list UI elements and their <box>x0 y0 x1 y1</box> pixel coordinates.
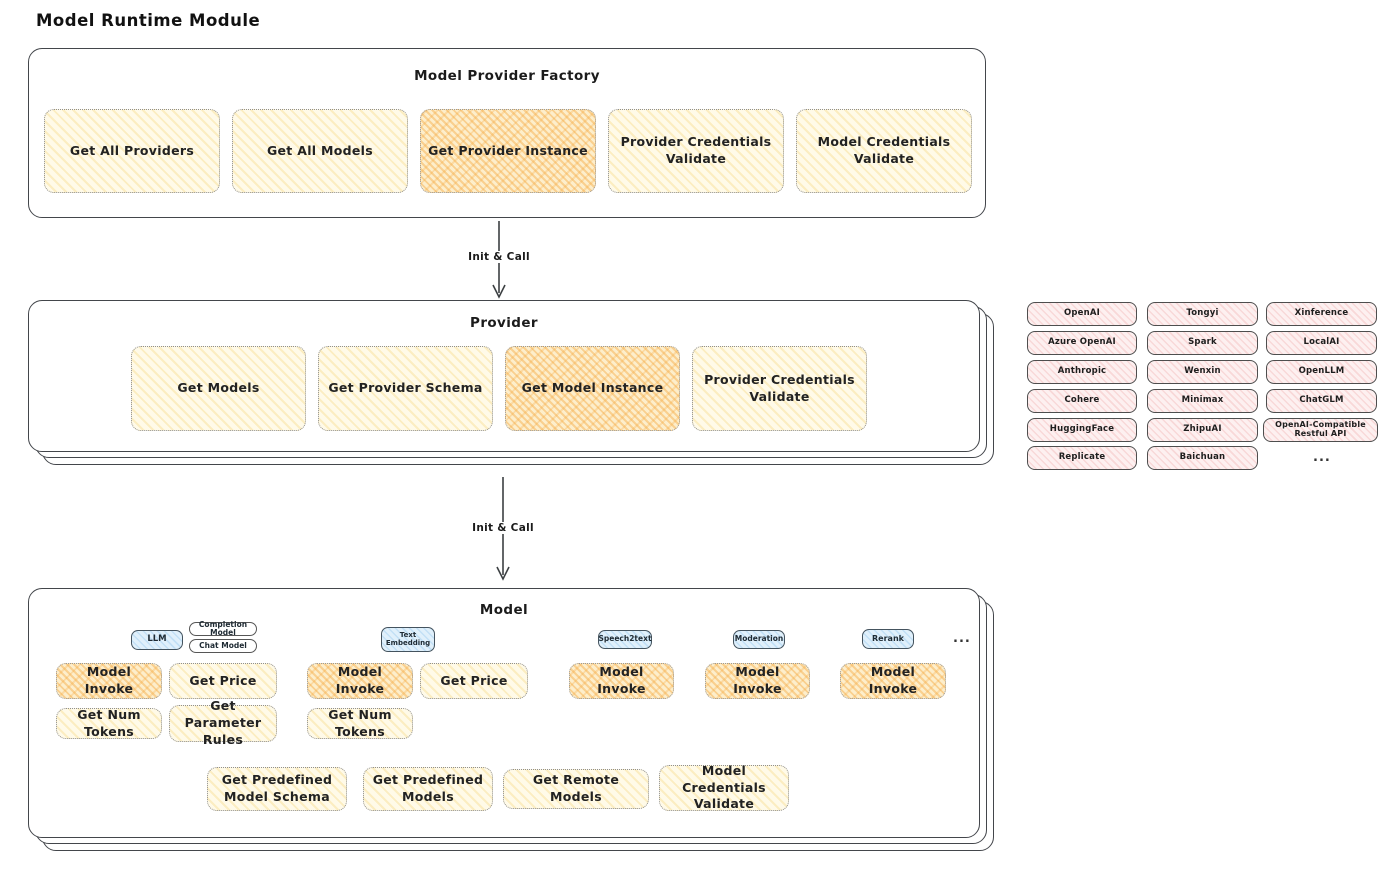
provider-box-get-model-instance: Get Model Instance <box>505 346 680 431</box>
tag-completion-model: Completion Model <box>189 620 257 637</box>
provider-chip-azure-openai: Azure OpenAI <box>1027 331 1137 355</box>
llm-box-get-num-tokens: Get Num Tokens <box>56 707 162 739</box>
tag-llm: LLM <box>131 630 183 650</box>
rerank-box-model-invoke: Model Invoke <box>840 663 946 699</box>
factory-box-get-all-providers: Get All Providers <box>44 109 220 193</box>
embedding-box-model-invoke: Model Invoke <box>307 663 413 699</box>
provider-chip-wenxin: Wenxin <box>1147 360 1258 384</box>
provider-chip-openai-compatible-restful-api: OpenAI-Compatible Restful API <box>1263 418 1378 442</box>
moderation-box-model-invoke: Model Invoke <box>705 663 810 699</box>
provider-chip-openai: OpenAI <box>1027 302 1137 326</box>
model-box-get-predefined-models: Get Predefined Models <box>363 767 493 811</box>
provider-chip-tongyi: Tongyi <box>1147 302 1258 326</box>
model-box-model-credentials-validate: Model Credentials Validate <box>659 763 789 811</box>
llm-box-get-parameter-rules: Get Parameter Rules <box>169 698 277 747</box>
provider-chip-openllm: OpenLLM <box>1266 360 1377 384</box>
provider-chip-replicate: Replicate <box>1027 446 1137 470</box>
llm-box-model-invoke: Model Invoke <box>56 663 162 699</box>
model-box-get-remote-models: Get Remote Models <box>503 769 649 809</box>
provider-chip-anthropic: Anthropic <box>1027 360 1137 384</box>
factory-panel: Model Provider Factory Get All Providers… <box>28 48 986 218</box>
factory-box-get-provider-instance: Get Provider Instance <box>420 109 596 193</box>
provider-chip-zhipuai: ZhipuAI <box>1147 418 1258 442</box>
tag-moderation: Moderation <box>733 630 785 649</box>
provider-box-provider-credentials-validate: Provider Credentials Validate <box>692 346 867 431</box>
tag-text-embedding: Text Embedding <box>381 627 435 652</box>
arrow-label-init-call-1: Init & Call <box>464 251 534 263</box>
provider-panel: Provider Get Models Get Provider Schema … <box>28 300 980 452</box>
tag-speech2text: Speech2text <box>598 630 652 649</box>
model-panel-title: Model <box>479 602 529 618</box>
arrow-label-init-call-2: Init & Call <box>468 522 538 534</box>
tag-chat-model: Chat Model <box>189 639 257 653</box>
providers-more-ellipsis: ... <box>1313 450 1331 465</box>
provider-chip-chatglm: ChatGLM <box>1266 389 1377 413</box>
provider-panel-title: Provider <box>470 315 538 331</box>
speech2text-box-model-invoke: Model Invoke <box>569 663 674 699</box>
provider-chip-minimax: Minimax <box>1147 389 1258 413</box>
provider-chip-spark: Spark <box>1147 331 1258 355</box>
provider-chip-huggingface: HuggingFace <box>1027 418 1137 442</box>
factory-box-model-credentials-validate: Model Credentials Validate <box>796 109 972 193</box>
model-box-get-predefined-model-schema: Get Predefined Model Schema <box>207 767 347 811</box>
provider-chip-cohere: Cohere <box>1027 389 1137 413</box>
provider-chip-baichuan: Baichuan <box>1147 446 1258 470</box>
provider-box-get-models: Get Models <box>131 346 306 431</box>
tag-rerank: Rerank <box>862 629 914 649</box>
provider-chip-localai: LocalAI <box>1266 331 1377 355</box>
llm-box-get-price: Get Price <box>169 663 277 699</box>
embedding-box-get-num-tokens: Get Num Tokens <box>307 707 413 739</box>
model-panel: Model LLM Completion Model Chat Model Te… <box>28 588 980 838</box>
factory-panel-title: Model Provider Factory <box>414 68 600 84</box>
factory-box-get-all-models: Get All Models <box>232 109 408 193</box>
model-types-more-ellipsis: ... <box>953 631 971 646</box>
embedding-box-get-price: Get Price <box>420 663 528 699</box>
page-title: Model Runtime Module <box>36 11 261 30</box>
provider-box-get-provider-schema: Get Provider Schema <box>318 346 493 431</box>
factory-box-provider-credentials-validate: Provider Credentials Validate <box>608 109 784 193</box>
provider-chip-xinference: Xinference <box>1266 302 1377 326</box>
